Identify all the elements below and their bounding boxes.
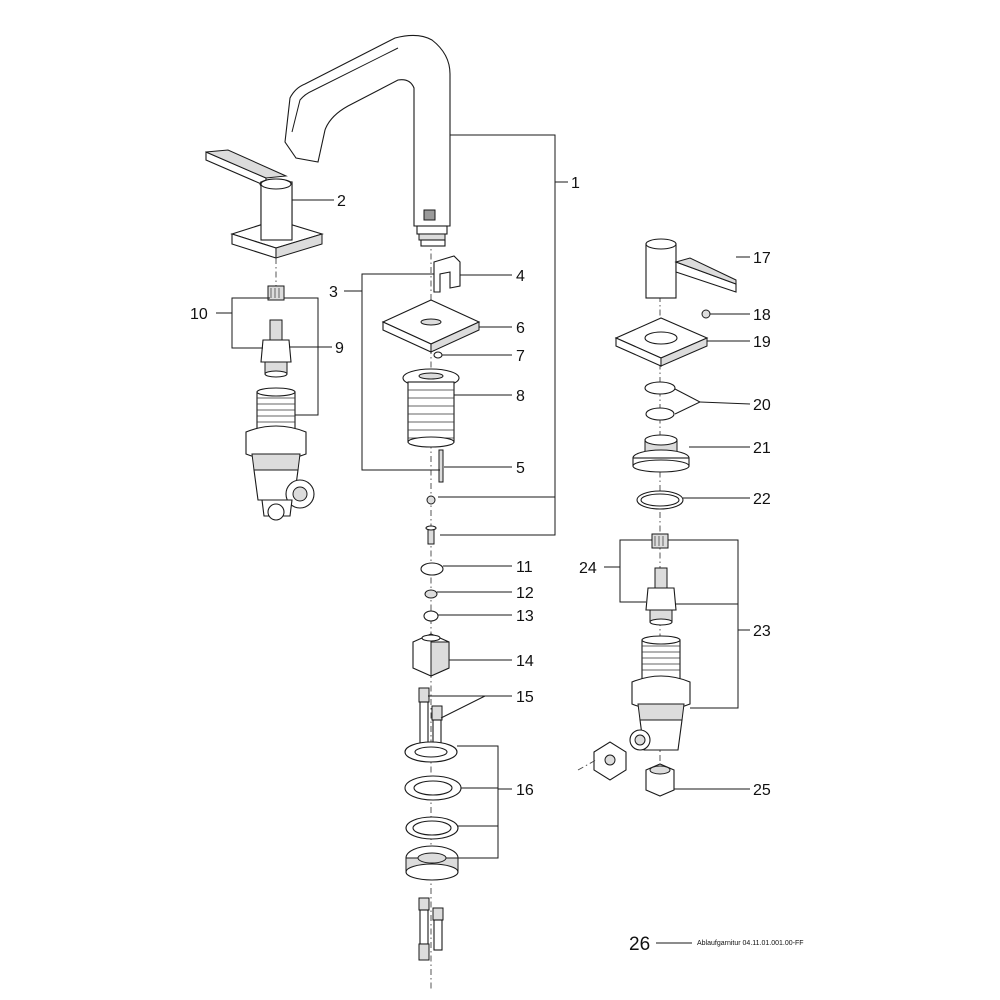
label-23: 23	[753, 623, 771, 640]
ring-22-inner	[640, 493, 680, 507]
ring-11	[420, 562, 444, 576]
label-15: 15	[516, 689, 534, 706]
ring-13	[423, 610, 439, 622]
label-4: 4	[516, 268, 525, 285]
plate-19	[614, 317, 709, 367]
ring-20a	[644, 381, 676, 395]
label-18: 18	[753, 307, 771, 324]
label-11: 11	[516, 559, 533, 576]
left-handle	[205, 149, 324, 259]
label-12: 12	[516, 585, 534, 602]
right-handle	[645, 238, 737, 299]
left-valve	[260, 285, 292, 378]
nut-25	[645, 763, 675, 797]
label-17: 17	[753, 250, 771, 267]
label-26: 26	[629, 934, 650, 955]
center-stack	[381, 255, 481, 545]
left-valve-body	[245, 387, 315, 521]
label-19: 19	[753, 334, 771, 351]
label-21: 21	[753, 440, 771, 457]
drain-set-note: Ablaufgarnitur 04.11.01.001.00-FF	[697, 940, 804, 947]
label-7: 7	[516, 348, 525, 365]
screw-18	[701, 309, 711, 319]
ring-20b	[645, 407, 675, 421]
label-20: 20	[753, 397, 771, 414]
bottom-hoses	[418, 897, 444, 961]
label-9: 9	[335, 340, 344, 357]
label-25: 25	[753, 782, 771, 799]
label-24: 24	[579, 560, 597, 577]
right-valve	[645, 533, 677, 626]
label-2: 2	[337, 193, 346, 210]
label-3: 3	[329, 284, 338, 301]
ring-set-16	[404, 741, 462, 881]
label-10: 10	[190, 306, 208, 323]
nut-left	[577, 741, 627, 781]
label-13: 13	[516, 608, 534, 625]
hose-15	[418, 687, 443, 751]
label-16: 16	[516, 782, 534, 799]
label-1: 1	[571, 175, 580, 192]
nut-14	[412, 633, 450, 677]
label-5: 5	[516, 460, 525, 477]
label-8: 8	[516, 388, 525, 405]
right-valve-body	[629, 635, 691, 751]
label-6: 6	[516, 320, 525, 337]
spout	[284, 34, 451, 247]
leader-lines	[216, 134, 751, 944]
sleeve-21	[632, 434, 690, 473]
ring-12	[424, 589, 438, 599]
label-22: 22	[753, 491, 771, 508]
label-14: 14	[516, 653, 534, 670]
